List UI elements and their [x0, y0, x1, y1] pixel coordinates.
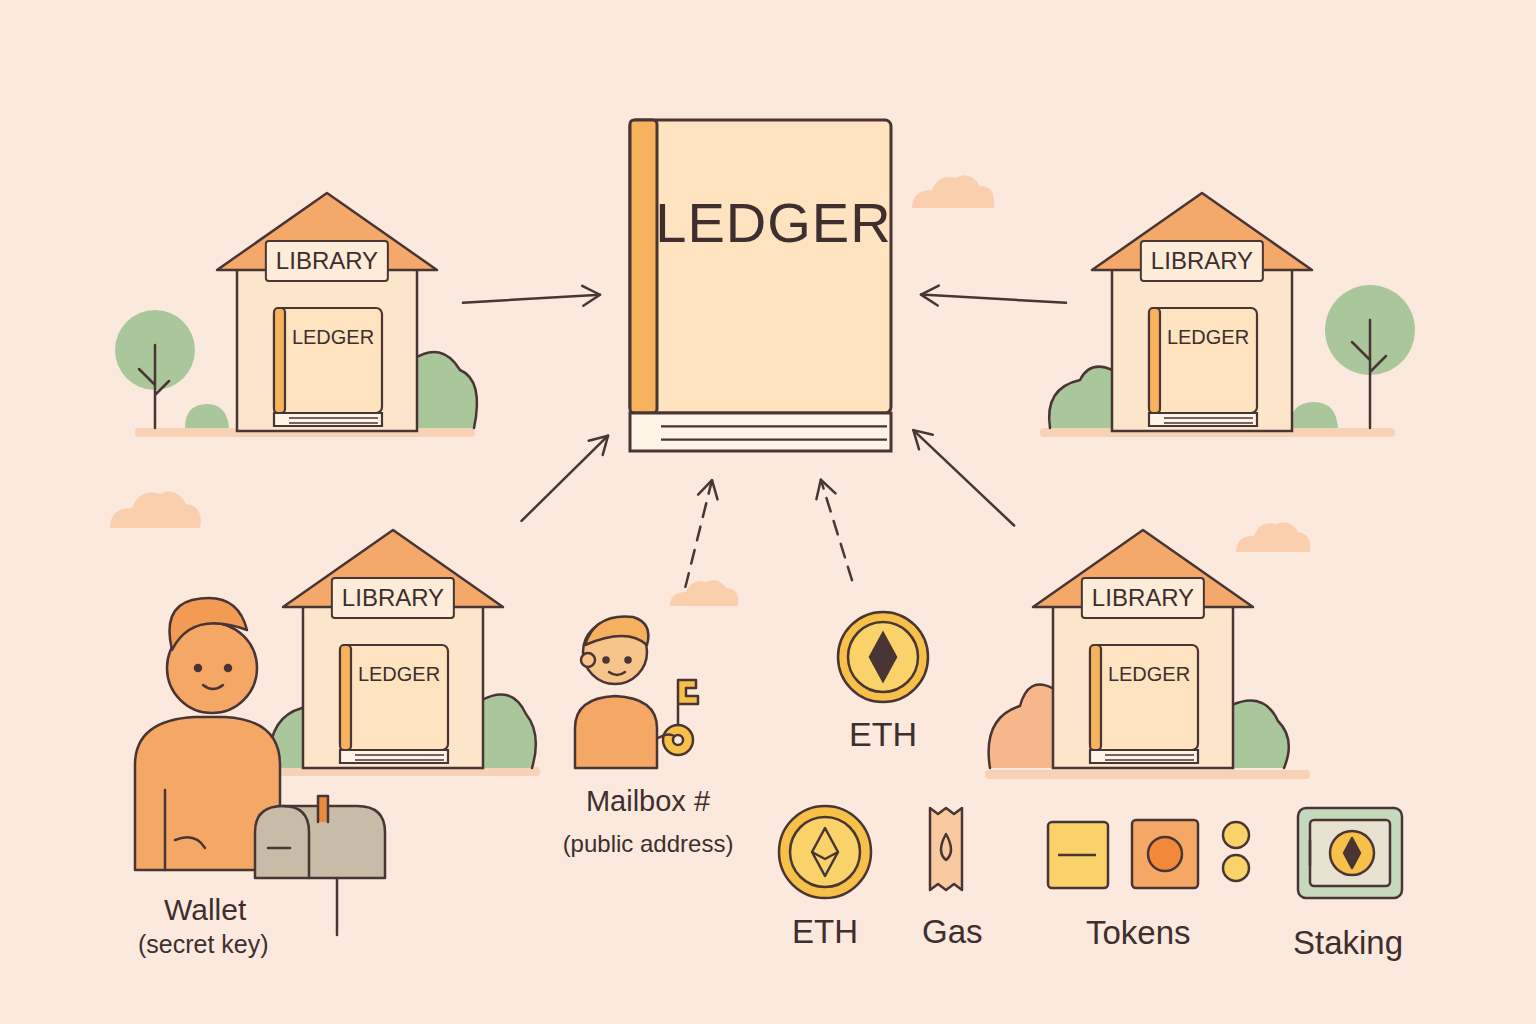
ledger-book: LEDGER [1088, 643, 1200, 765]
icon-label: ETH [792, 913, 858, 951]
node-text: LIBRARY [1081, 577, 1205, 619]
ground-strips [135, 428, 1395, 779]
node-text: LIBRARY [1140, 240, 1264, 282]
eth-coin [838, 612, 928, 702]
node-text: Mailbox # [508, 785, 788, 818]
dashed-arrow [685, 480, 717, 587]
arrow-head [913, 430, 932, 449]
arrow-head [921, 286, 939, 306]
arrow [522, 436, 609, 521]
node-text: LIBRARY [265, 240, 389, 282]
arrow [921, 286, 1066, 306]
icon-label: (secret key) [138, 930, 269, 959]
book-shape [272, 306, 384, 428]
bottom-icons [779, 806, 1402, 898]
icon-label: Tokens [1086, 914, 1191, 952]
library-node: LIBRARY LEDGER [1092, 188, 1312, 433]
node-text: LEDGER [1098, 663, 1200, 686]
dashed-arrow [816, 480, 852, 580]
arrow-line [463, 295, 600, 303]
library-node: LIBRARY LEDGER [217, 188, 437, 433]
node-text: LIBRARY [331, 577, 455, 619]
key-person [575, 617, 698, 768]
arrow [913, 430, 1014, 525]
node-text: LEDGER [654, 190, 893, 255]
arrow-head [589, 436, 608, 455]
book-shape [338, 643, 450, 765]
library-node: LIBRARY LEDGER [1033, 525, 1253, 770]
node-text: LEDGER [1157, 326, 1259, 349]
book-shape [628, 118, 893, 453]
icon-label: Gas [922, 913, 983, 951]
book-shape [1088, 643, 1200, 765]
coin-node: ETH [808, 605, 958, 755]
arrow-head [582, 286, 600, 306]
arrow-line [522, 436, 609, 521]
node-text: LEDGER [348, 663, 450, 686]
icon-label: Wallet [164, 893, 246, 927]
ledger-book: LEDGER [1147, 306, 1259, 428]
arrow-line [913, 430, 1014, 525]
node-text: (public address) [508, 830, 788, 858]
ledger-book: LEDGER [272, 306, 384, 428]
arrow-head [698, 480, 717, 499]
ledger-book: LEDGER [338, 643, 450, 765]
ledger-book: LEDGER [628, 118, 893, 453]
arrow-line [821, 480, 852, 580]
library-node: LIBRARY LEDGER [283, 525, 503, 770]
arrow-line [921, 295, 1066, 303]
arrow-head [816, 480, 835, 500]
node-text: ETH [808, 715, 958, 754]
arrow-line [685, 480, 712, 587]
person-node: Mailbox # (public address) [508, 612, 788, 862]
book-shape [1147, 306, 1259, 428]
node-text: LEDGER [282, 326, 384, 349]
arrow [463, 286, 600, 306]
icon-label: Staking [1293, 924, 1403, 962]
